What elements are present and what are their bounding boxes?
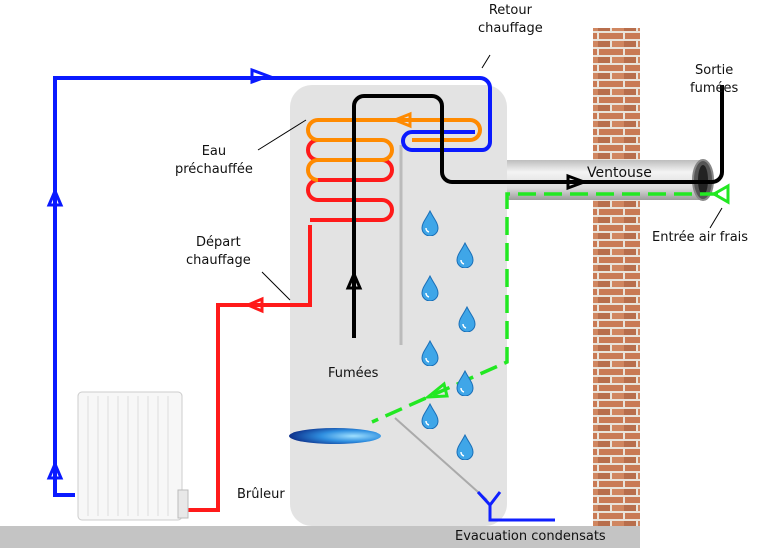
- leader-line: [709, 207, 723, 229]
- fresh-air-arrow-icon: [423, 381, 449, 399]
- leader-line: [481, 54, 491, 69]
- label-entree-air-frais: Entrée air frais: [652, 230, 749, 245]
- radiator: [77, 391, 189, 521]
- return-arrow-icon: [46, 460, 64, 480]
- preheat-arrow-icon: [390, 111, 412, 129]
- return-pipe: [53, 76, 492, 497]
- supply-pipe: [180, 225, 312, 512]
- condensate-line: [394, 417, 488, 501]
- fresh-air-path: [371, 192, 718, 424]
- label-bruleur: Brûleur: [237, 487, 285, 502]
- flue-arrow-icon: [566, 173, 589, 191]
- leader-line: [257, 119, 307, 151]
- leader-line: [261, 271, 291, 301]
- return-arrow-icon: [250, 67, 273, 85]
- flue-path: [352, 85, 724, 338]
- flue-arrow-icon: [345, 270, 363, 290]
- label-retour-chauffage: Retour chauffage: [478, 3, 543, 36]
- label-evacuation-condensats: Evacuation condensats: [455, 529, 606, 544]
- burner-flame: [289, 428, 381, 444]
- ground: [0, 526, 640, 548]
- label-eau-prechauffee: Eau préchauffée: [175, 144, 253, 177]
- fresh-air-arrow-icon: [710, 183, 730, 205]
- label-depart-chauffage: Départ chauffage: [186, 235, 251, 268]
- orange-coil: [306, 118, 482, 182]
- label-ventouse: Ventouse: [587, 165, 652, 181]
- condensate-drain: [476, 490, 555, 522]
- brick-wall: [593, 28, 640, 526]
- label-fumees: Fumées: [328, 366, 379, 381]
- label-sortie-fumees: Sortie fumées: [690, 63, 739, 96]
- boiler-body: [290, 85, 507, 526]
- return-arrow-icon: [46, 187, 64, 207]
- supply-arrow-icon: [244, 296, 264, 314]
